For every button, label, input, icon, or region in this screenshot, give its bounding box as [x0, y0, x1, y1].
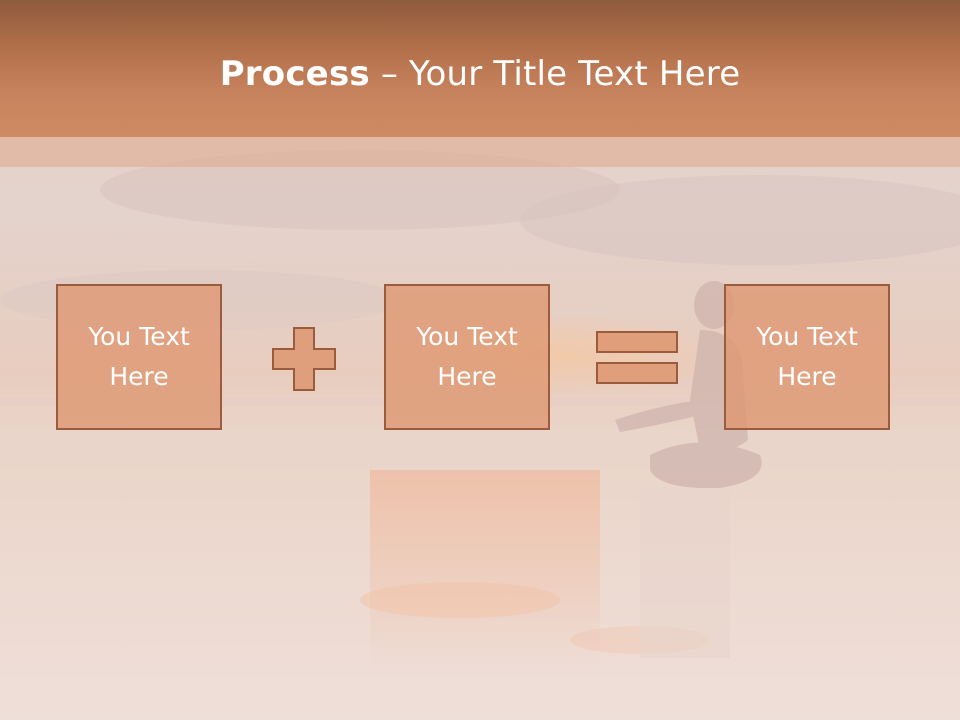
title-strip: [0, 137, 960, 167]
title-bold-text: Process: [219, 54, 370, 94]
equals-icon: [596, 331, 678, 384]
plus-icon: [272, 327, 336, 391]
text-box-2-label: You Text Here: [416, 322, 518, 391]
text-box-2[interactable]: You Text Here: [384, 284, 550, 430]
text-box-3[interactable]: You Text Here: [724, 284, 890, 430]
text-box-1-label: You Text Here: [88, 322, 190, 391]
text-box-1[interactable]: You Text Here: [56, 284, 222, 430]
title-rest-text: – Your Title Text Here: [369, 54, 741, 94]
text-box-3-label: You Text Here: [756, 322, 858, 391]
slide-title[interactable]: Process – Your Title Text Here: [0, 52, 960, 96]
title-bar: [0, 0, 960, 137]
